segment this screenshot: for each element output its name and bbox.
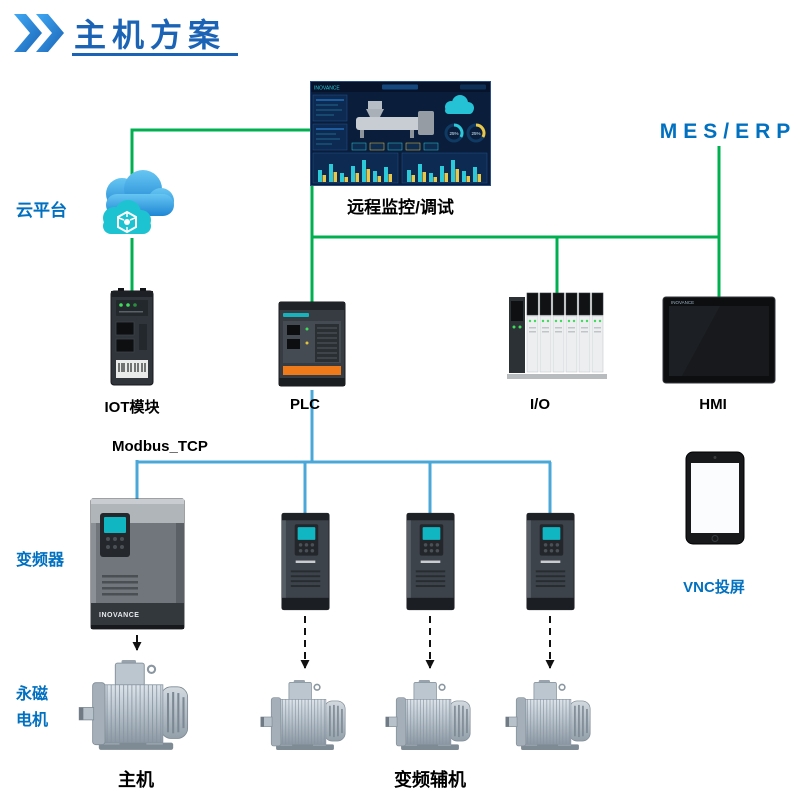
monitor-status-tags bbox=[351, 142, 439, 151]
vnc-label: VNC投屏 bbox=[683, 579, 745, 596]
modbus-tcp-label: Modbus_TCP bbox=[112, 438, 208, 455]
motor-drive-lines bbox=[132, 616, 555, 669]
hmi-image: INOVANCE bbox=[662, 296, 776, 389]
monitor-label: 远程监控/调试 bbox=[347, 198, 454, 217]
aux-motor-2-image bbox=[385, 680, 475, 759]
pm-motor-label: 永磁 电机 bbox=[16, 686, 49, 729]
monitor-brand-text: INOVANCE bbox=[314, 86, 340, 92]
inverter-label: 变频器 bbox=[16, 552, 65, 569]
aux-inverter-1-image bbox=[279, 511, 332, 619]
green-network-lines bbox=[130, 128, 721, 305]
cloud-platform-icon bbox=[88, 166, 180, 249]
iot-module-image bbox=[106, 288, 158, 393]
vnc-tablet-image bbox=[685, 451, 745, 550]
plc-image bbox=[277, 298, 347, 395]
io-label: I/O bbox=[529, 396, 550, 413]
title-chevrons-icon bbox=[14, 12, 68, 59]
io-slices bbox=[526, 292, 604, 373]
aux-inverter-3-image bbox=[524, 511, 577, 619]
monitor-cloud-icon bbox=[445, 95, 474, 114]
iot-module-label: IOT模块 bbox=[104, 399, 160, 416]
io-modules-image bbox=[503, 291, 611, 386]
hmi-label: HMI bbox=[699, 396, 727, 413]
monitor-gauge-left: 25% bbox=[449, 131, 458, 136]
aux-motor-3-image bbox=[505, 680, 595, 759]
main-motor-image bbox=[78, 660, 194, 760]
monitor-gauge-right: 25% bbox=[471, 131, 480, 136]
aux-machine-label: 变频辅机 bbox=[394, 770, 466, 790]
title-underline bbox=[72, 53, 238, 56]
monitor-dashboard-image: INOVANCE bbox=[310, 81, 491, 191]
page-title: 主机方案 bbox=[74, 17, 227, 53]
monitor-machine-graphic bbox=[356, 101, 434, 138]
inverter-brand-text: INOVANCE bbox=[99, 612, 139, 619]
mes-erp-label: MES/ERP bbox=[659, 120, 797, 143]
main-inverter-image: INOVANCE bbox=[88, 497, 187, 638]
cloud-platform-label: 云平台 bbox=[16, 201, 67, 220]
plc-label: PLC bbox=[290, 396, 320, 413]
main-machine-label: 主机 bbox=[118, 770, 154, 790]
hmi-brand-text: INOVANCE bbox=[671, 300, 694, 305]
modbus-tcp-lines bbox=[135, 390, 552, 515]
aux-inverter-2-image bbox=[404, 511, 457, 619]
monitor-bar-chart bbox=[318, 160, 392, 182]
aux-motor-1-image bbox=[260, 680, 350, 759]
